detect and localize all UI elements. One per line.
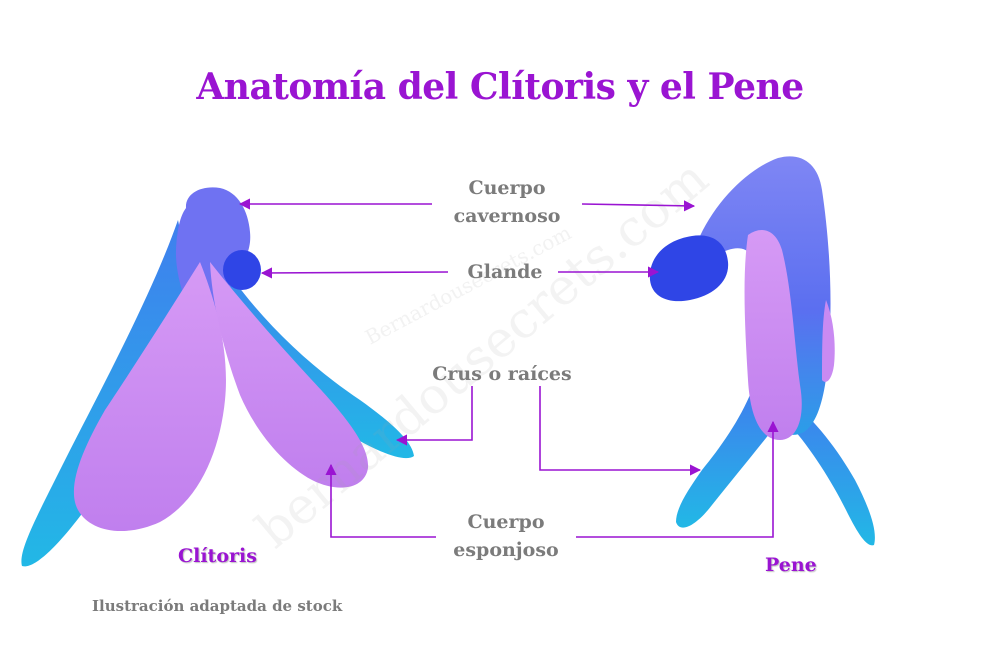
arrow-crus-pene: [539, 386, 702, 476]
arrow-crus-clitoris: [395, 386, 473, 446]
arrow-esponjoso-clitoris: [325, 463, 436, 538]
clitoris-crus-left: [21, 220, 201, 567]
pene-glans: [649, 235, 729, 302]
clitoris-crus-right: [200, 235, 414, 459]
arrow-cavernoso-pene: [581, 200, 696, 212]
label-cuerpo-cavernoso: Cuerpo cavernoso: [432, 174, 582, 230]
pene-crus-left: [676, 390, 780, 528]
leader-lines: [238, 198, 779, 538]
pene-illustration: [649, 156, 875, 546]
label-cuerpo-esponjoso: Cuerpo esponjoso: [436, 508, 576, 564]
label-cuerpo-cavernoso-line1: Cuerpo: [468, 177, 546, 199]
arrow-esponjoso-pene: [576, 420, 779, 538]
organ-label-pene: Pene: [765, 554, 817, 576]
pene-spongiosum-edge: [822, 300, 835, 382]
label-glande: Glande: [467, 261, 543, 283]
label-cuerpo-esponjoso-line1: Cuerpo: [467, 511, 545, 533]
organ-label-clitoris: Clítoris: [178, 545, 257, 567]
pene-corpus-spongiosum: [744, 230, 802, 440]
arrow-glande-clitoris: [260, 267, 449, 279]
label-crus: Crus o raíces: [432, 363, 572, 385]
image-caption: Ilustración adaptada de stock: [92, 597, 343, 615]
clitoris-bulb-right: [210, 262, 369, 488]
page-title: Anatomía del Clítoris y el Pene: [196, 66, 804, 108]
label-cuerpo-esponjoso-line2: esponjoso: [453, 539, 559, 561]
clitoris-illustration: [21, 187, 414, 567]
pene-crus-right: [790, 400, 875, 546]
clitoris-bulb-left: [73, 262, 226, 532]
clitoris-glans: [223, 250, 261, 290]
label-cuerpo-cavernoso-line2: cavernoso: [453, 205, 561, 227]
